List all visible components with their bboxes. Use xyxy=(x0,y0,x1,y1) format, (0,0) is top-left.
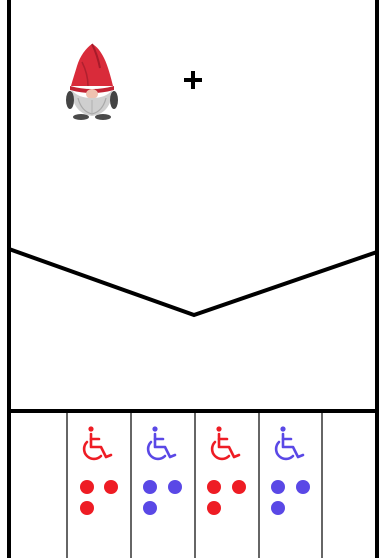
pip xyxy=(80,480,94,494)
slot-3[interactable] xyxy=(131,412,195,558)
plus-icon xyxy=(181,68,205,92)
pip xyxy=(168,480,182,494)
pip xyxy=(143,480,157,494)
slot-4[interactable] xyxy=(195,412,259,558)
funnel-line xyxy=(9,249,377,315)
slot-5[interactable] xyxy=(259,412,322,558)
slot-6[interactable] xyxy=(322,412,375,558)
pip xyxy=(271,480,285,494)
pip xyxy=(80,501,94,515)
slot-2[interactable] xyxy=(67,412,131,558)
pip xyxy=(232,480,246,494)
slot-1[interactable] xyxy=(11,412,67,558)
pip xyxy=(296,480,310,494)
wheelchair-icon xyxy=(209,425,245,463)
wheelchair-icon xyxy=(273,425,309,463)
wheelchair-icon xyxy=(145,425,181,463)
pip xyxy=(207,501,221,515)
pip xyxy=(104,480,118,494)
gnome-icon[interactable] xyxy=(64,42,120,120)
pip xyxy=(143,501,157,515)
wheelchair-icon xyxy=(81,425,117,463)
pip xyxy=(207,480,221,494)
pip xyxy=(271,501,285,515)
